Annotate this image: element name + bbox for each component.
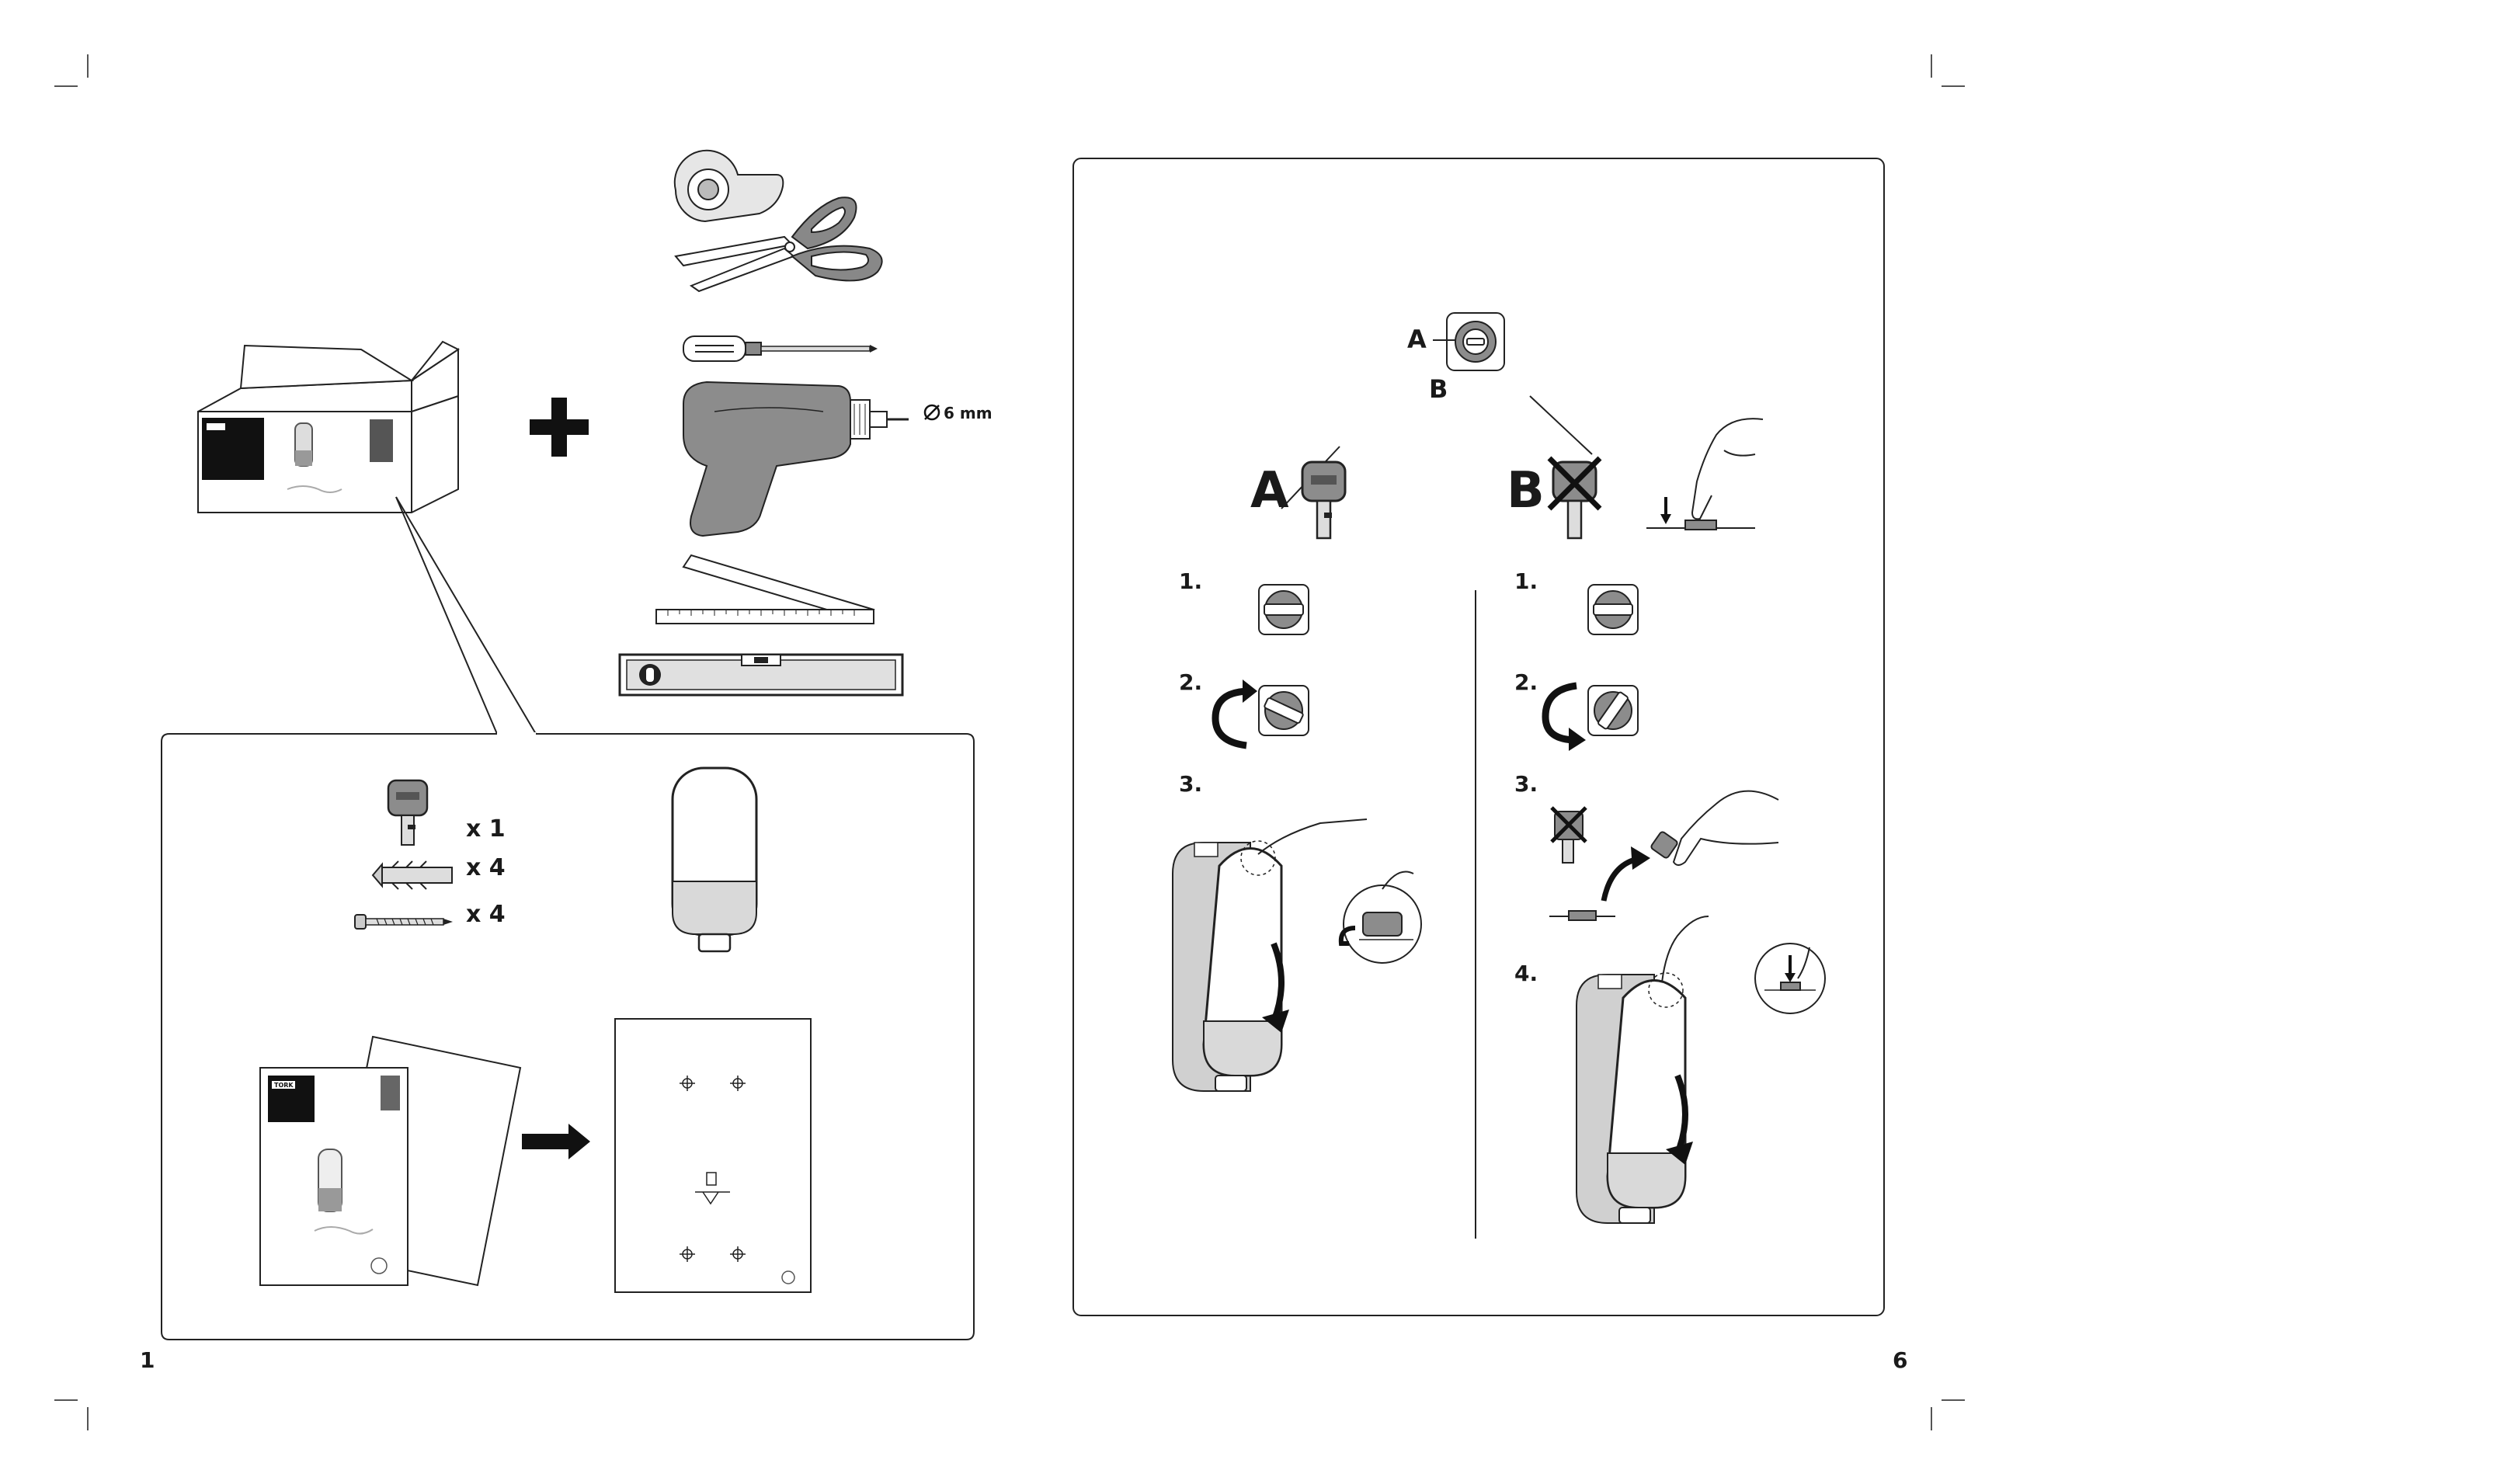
option-b-step-1: 1.	[1514, 568, 1538, 594]
drilling-template-icon	[614, 1017, 815, 1297]
key-quantity: x 1	[466, 815, 506, 843]
rotate-clockwise-icon	[1208, 679, 1258, 749]
lock-turned-icon	[1586, 683, 1640, 738]
callout-lines	[0, 0, 1010, 745]
key-icon	[384, 777, 431, 850]
manual-icon: TORK	[256, 1033, 524, 1289]
lock-label-b: B	[1429, 374, 1448, 404]
option-b-step-3: 3.	[1514, 771, 1538, 797]
wall-plug-icon	[369, 860, 458, 891]
wall-plug-quantity: x 4	[466, 854, 506, 881]
option-a-step-3: 3.	[1179, 771, 1202, 797]
option-a-step-2: 2.	[1179, 669, 1202, 695]
soap-dispenser-icon	[668, 765, 761, 955]
left-page: 6 mm x 1	[0, 0, 1010, 1484]
option-b-heading: B	[1507, 462, 1545, 520]
option-b-step-2: 2.	[1514, 669, 1538, 695]
key-icon	[1298, 458, 1349, 544]
screw-icon	[353, 910, 454, 933]
screw-quantity: x 4	[466, 901, 506, 928]
right-page: A B A 1. 2. 3. B	[1010, 0, 2510, 1484]
option-a-heading: A	[1250, 462, 1289, 520]
lock-turned-icon	[1257, 683, 1311, 738]
option-b-step-4: 4.	[1514, 961, 1538, 986]
dispenser-open-b-illustration	[1561, 912, 1841, 1239]
rotate-counterclockwise-icon	[1538, 679, 1588, 749]
finger-press-icon	[1631, 412, 1771, 540]
lock-label-a: A	[1407, 325, 1427, 354]
dispenser-open-a-illustration	[1157, 812, 1444, 1122]
page-number-right: 6	[1893, 1347, 1907, 1373]
arrow-right-icon	[522, 1122, 592, 1161]
key-crossed-icon	[1545, 454, 1604, 544]
option-a-step-1: 1.	[1179, 568, 1202, 594]
lock-callout-a	[1433, 336, 1456, 344]
manual-logo: TORK	[274, 1082, 294, 1089]
page-number-left: 1	[140, 1347, 155, 1373]
lock-closed-icon	[1586, 582, 1640, 637]
remove-lock-illustration	[1545, 784, 1786, 928]
lock-closed-icon	[1257, 582, 1311, 637]
